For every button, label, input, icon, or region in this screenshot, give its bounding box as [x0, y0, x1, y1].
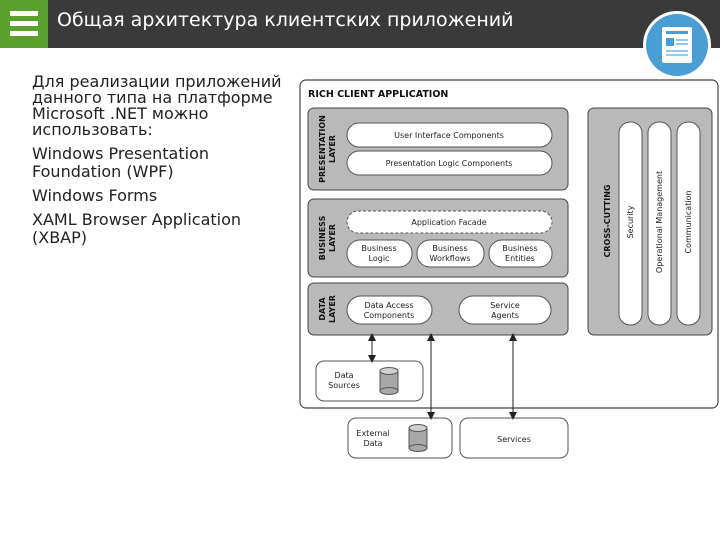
communication-label: Communication	[684, 190, 693, 253]
business-logic-box	[346, 239, 413, 268]
external-data-box	[347, 417, 453, 459]
security-label: Security	[626, 205, 635, 238]
list-item: XAML Browser Application (XBAP)	[32, 210, 242, 247]
business-entities-label: Business	[502, 244, 537, 253]
business-workflows-label: Business	[432, 244, 467, 253]
external-data-label: External	[356, 429, 389, 438]
ui-components-label: User Interface Components	[394, 131, 504, 140]
business-layer-label: LAYER	[328, 224, 337, 252]
body-text: Для реализации приложений данного типа н…	[32, 74, 294, 253]
external-data-label: Data	[363, 439, 382, 448]
operational-management-label: Operational Management	[655, 171, 664, 273]
presentation-logic-box	[346, 150, 553, 176]
services-label: Services	[497, 435, 531, 444]
document-icon	[646, 14, 708, 76]
ui-components-box	[346, 122, 553, 148]
security-box	[618, 121, 643, 326]
data-label: DATA	[318, 297, 327, 321]
data-sources-label: Data	[334, 371, 353, 380]
database-icon	[408, 424, 428, 452]
cross-cutting-label: CROSS-CUTTING	[603, 184, 612, 257]
data-sources-label: Sources	[328, 381, 360, 390]
list-item: Windows Presentation Foundation (WPF)	[32, 144, 209, 181]
service-agents-box	[458, 295, 552, 325]
business-entities-label: Entities	[505, 254, 535, 263]
presentation-layer-label: LAYER	[328, 135, 337, 163]
application-facade-label: Application Facade	[411, 218, 486, 227]
data-access-label: Data Access	[364, 301, 413, 310]
service-agents-label: Service	[490, 301, 520, 310]
presentation-logic-label: Presentation Logic Components	[386, 159, 513, 168]
database-icon	[379, 367, 399, 395]
business-workflows-label: Workflows	[430, 254, 471, 263]
presentation-label: PRESENTATION	[318, 115, 327, 183]
data-access-label: Components	[364, 311, 415, 320]
communication-box	[676, 121, 701, 326]
menu-icon[interactable]	[0, 0, 48, 48]
header-bar: Общая архитектура клиентских приложений	[0, 0, 720, 48]
business-label: BUSINESS	[318, 215, 327, 260]
business-entities-box	[488, 239, 553, 268]
data-layer-label: LAYER	[328, 295, 337, 323]
page-title: Общая архитектура клиентских приложений	[57, 9, 514, 31]
business-logic-label: Logic	[369, 254, 390, 263]
presentation-layer	[307, 107, 569, 191]
data-access-box	[346, 295, 433, 325]
business-workflows-box	[416, 239, 485, 268]
operational-management-box	[647, 121, 672, 326]
service-agents-label: Agents	[491, 311, 519, 320]
intro-paragraph: Для реализации приложений данного типа н…	[32, 72, 282, 139]
business-logic-label: Business	[361, 244, 396, 253]
list-item: Windows Forms	[32, 186, 158, 205]
application-facade-box	[346, 210, 553, 234]
diagram-title: RICH CLIENT APPLICATION	[308, 89, 448, 100]
